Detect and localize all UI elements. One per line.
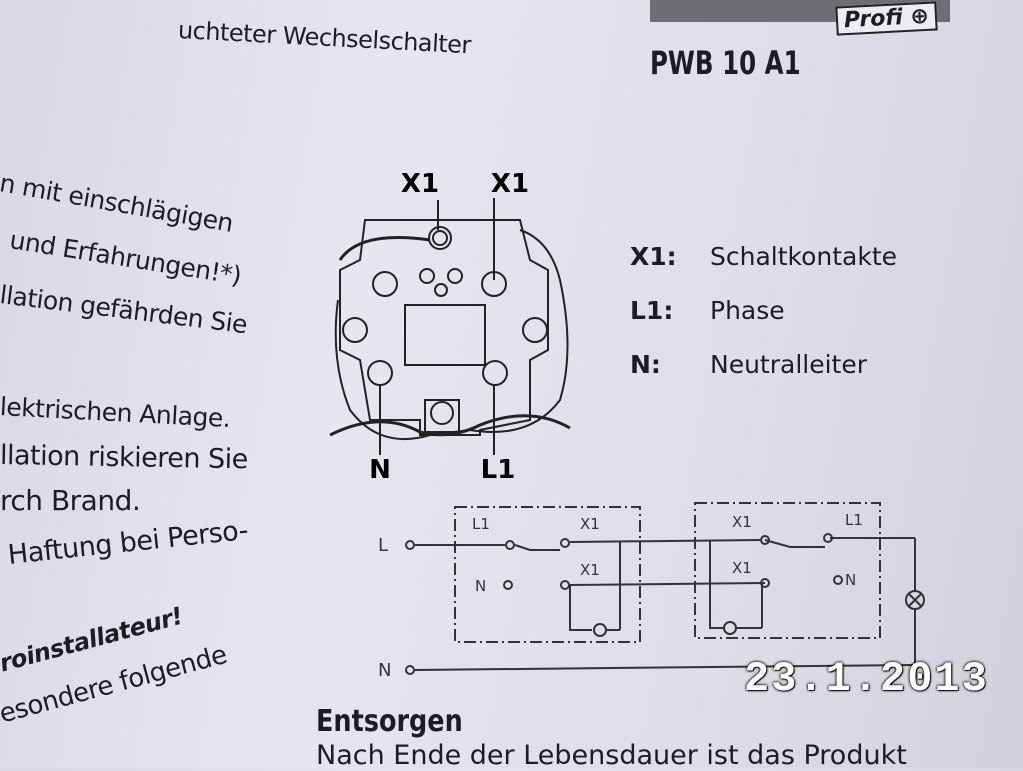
switch-diagram: X1 X1 N L1	[329, 169, 571, 485]
section-heading: Entsorgen	[316, 704, 463, 739]
legend-key: N:	[630, 350, 661, 379]
left-box-x1-bottom: X1	[580, 561, 600, 579]
legend-key: X1:	[630, 242, 677, 271]
switch-bottom-label: N	[369, 455, 391, 485]
legend-value: Schaltkontakte	[710, 242, 898, 271]
switch-top-label: X1	[401, 169, 439, 199]
legend: X1: Schaltkontakte L1: Phase N: Neutralleit…	[630, 230, 897, 392]
legend-key: L1:	[630, 296, 674, 325]
right-box-l1: L1	[845, 511, 863, 529]
switch-top-label: X1	[491, 169, 529, 199]
model-number: PWB 10 A1	[650, 44, 801, 82]
title-fragment: uchteter Wechselschalter	[177, 16, 472, 60]
brand-sub-logo: Profi ⊕	[835, 1, 938, 36]
left-text-line: und Erfahrungen!*)	[7, 225, 244, 291]
date-stamp: 23.1.2013	[744, 655, 989, 703]
legend-item: X1: Schaltkontakte	[630, 230, 897, 284]
switch-bottom-label: L1	[481, 455, 516, 485]
legend-item: N: Neutralleiter	[630, 338, 897, 392]
left-text-line: Haftung bei Perso-	[6, 514, 250, 571]
legend-value: Phase	[710, 296, 785, 325]
right-box-x1-bottom: X1	[732, 559, 752, 577]
right-box-n: N	[845, 571, 856, 589]
left-box-l1: L1	[472, 515, 490, 533]
legend-item: L1: Phase	[630, 284, 897, 338]
wiring-diagram: L N L1 X1 N X1 X1 L1 X1 N	[378, 502, 925, 681]
line-n-label: N	[378, 660, 391, 681]
left-text-line: llation gefährden Sie	[0, 280, 249, 340]
left-box-n: N	[475, 577, 486, 595]
left-text-line: lektrischen Anlage.	[0, 392, 231, 434]
brand-sub-text: Profi	[843, 5, 904, 34]
left-text-line: rch Brand.	[0, 484, 141, 517]
right-box-x1-top: X1	[732, 513, 752, 531]
left-text-line: n mit einschlägigen	[0, 168, 236, 238]
left-box-x1-top: X1	[580, 515, 600, 533]
line-l-label: L	[378, 535, 388, 556]
left-text-line: llation riskieren Sie	[0, 440, 249, 476]
section-text: Nach Ende der Lebensdauer ist das Produk…	[316, 740, 907, 771]
legend-value: Neutralleiter	[710, 350, 868, 379]
plus-icon: ⊕	[909, 3, 930, 30]
